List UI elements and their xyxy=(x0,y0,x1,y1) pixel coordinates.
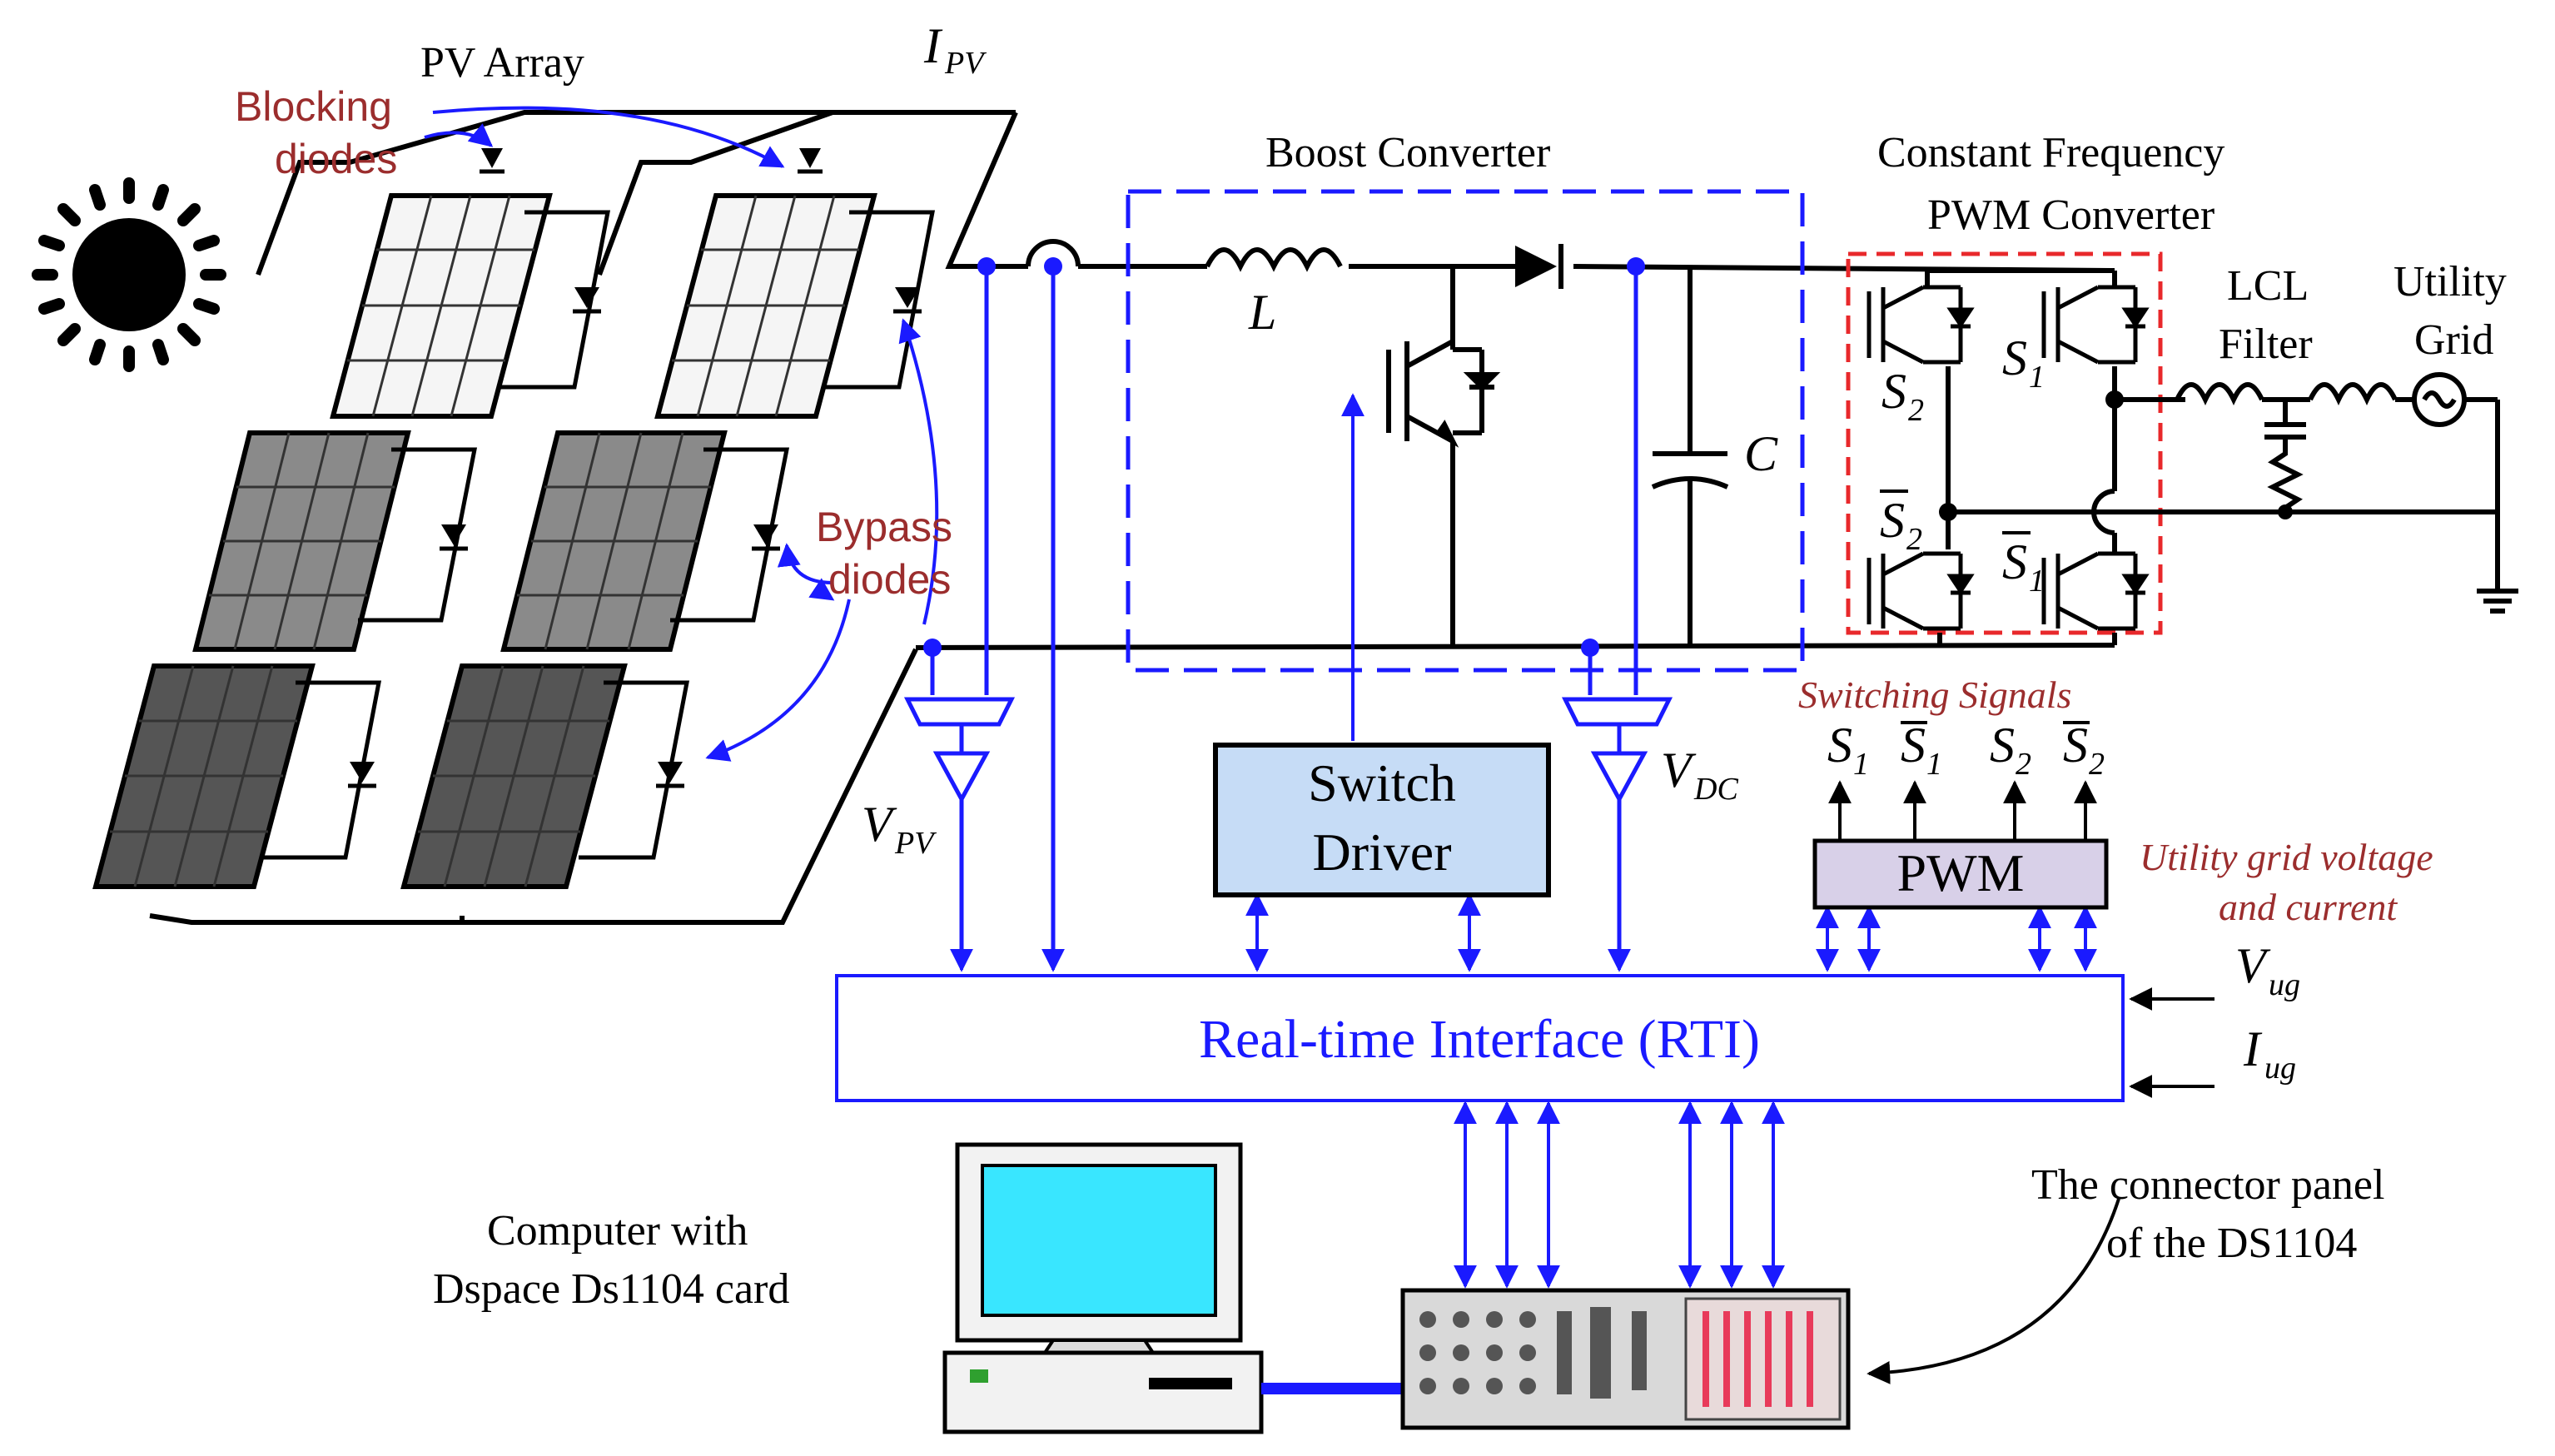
pwm-converter-label: Constant Frequency xyxy=(1877,129,2224,176)
sig-s1-bar-label: S xyxy=(1901,718,1926,773)
i-ug-subscript: ug xyxy=(2264,1051,2296,1086)
pv-panel xyxy=(192,430,411,652)
bypass-diodes-label: Bypass xyxy=(816,504,952,550)
diode-icon xyxy=(348,148,922,788)
pwm-converter-label-2: PWM Converter xyxy=(1927,191,2214,239)
s1-bar-subscript: 1 xyxy=(2029,564,2045,599)
v-dc-label: V xyxy=(1661,743,1697,798)
sig-s1-subscript: 1 xyxy=(1853,747,1869,782)
rti-label: Real-time Interface (RTI) xyxy=(1199,1009,1760,1070)
capacitor-label: C xyxy=(1744,426,1778,481)
s2-label: S xyxy=(1881,364,1906,419)
pv-panel xyxy=(330,193,553,419)
switching-signal-arrows xyxy=(1828,780,2214,1384)
lcl-label-2: Filter xyxy=(2219,321,2313,368)
pv-panels xyxy=(92,193,877,889)
boost-igbt-icon xyxy=(1386,339,1501,448)
pv-panel xyxy=(500,430,728,652)
s1-subscript: 1 xyxy=(2029,360,2045,395)
sig-s2-label: S xyxy=(1990,718,2015,773)
pv-panel xyxy=(92,663,316,889)
computer-icon xyxy=(942,1142,1403,1434)
capacitor-icon xyxy=(1651,451,1729,489)
utility-grid-label: Utility xyxy=(2393,258,2507,306)
sig-s1-bar-subscript: 1 xyxy=(1926,747,1942,782)
boost-diode-icon xyxy=(1515,244,1563,289)
inductor-label: L xyxy=(1248,285,1276,340)
signal-arrows xyxy=(950,393,2097,1289)
node-dot xyxy=(1939,390,2124,521)
i-pv-label: I xyxy=(923,18,943,73)
s2-bar-label: S xyxy=(1880,493,1905,548)
v-pv-subscript: PV xyxy=(894,826,937,861)
connector-panel-icon xyxy=(1400,1288,1851,1430)
switching-signals-label: Switching Signals xyxy=(1798,673,2071,716)
computer-label-2: Dspace Ds1104 card xyxy=(433,1265,789,1313)
i-pv-subscript: PV xyxy=(944,46,987,81)
node-dot xyxy=(2278,504,2293,519)
pv-array-label: PV Array xyxy=(420,39,584,87)
blocking-diodes-label-2: diodes xyxy=(275,136,397,182)
annotation-arrows xyxy=(424,106,939,762)
s2-bar-subscript: 2 xyxy=(1906,522,1922,557)
i-ug-label: I xyxy=(2243,1021,2263,1076)
v-ug-label: V xyxy=(2235,938,2271,993)
node-dot xyxy=(923,257,1645,657)
switch-driver-label-2: Driver xyxy=(1312,822,1451,882)
v-dc-subscript: DC xyxy=(1693,772,1738,807)
inverter-bridge xyxy=(1925,268,2498,648)
computer-label: Computer with xyxy=(487,1207,748,1255)
pv-panel xyxy=(400,663,628,889)
switch-driver-box xyxy=(1213,743,1551,897)
sig-s2-subscript: 2 xyxy=(2016,747,2031,782)
s1-bar-label: S xyxy=(2002,534,2027,589)
utility-grid-va-label: Utility grid voltage xyxy=(2140,836,2433,878)
lcl-filter xyxy=(2175,372,2518,614)
blocking-diodes-label: Blocking xyxy=(235,83,392,130)
pv-panel xyxy=(654,193,877,419)
s1-label: S xyxy=(2002,330,2027,385)
inverter-igbt-icon xyxy=(1867,285,2150,631)
pwm-converter-box xyxy=(1846,251,2163,635)
v-pv-label: V xyxy=(862,797,897,852)
s2-subscript: 2 xyxy=(1908,393,1924,428)
pv-array xyxy=(149,110,1016,925)
sig-s2-bar-label: S xyxy=(2063,718,2088,773)
utility-grid-va-label-2: and current xyxy=(2219,886,2398,928)
inductor-icon xyxy=(1205,247,1343,272)
v-ug-subscript: ug xyxy=(2269,967,2300,1002)
sig-s1-label: S xyxy=(1827,718,1852,773)
bypass-diodes-label-2: diodes xyxy=(828,556,951,603)
rti-box xyxy=(835,974,2125,1102)
sig-s2-bar-subscript: 2 xyxy=(2089,747,2105,782)
connector-panel-label: The connector panel xyxy=(2031,1161,2384,1209)
switch-driver-label: Switch xyxy=(1308,753,1456,812)
boost-converter-label: Boost Converter xyxy=(1265,129,1550,176)
pwm-label: PWM xyxy=(1897,843,2025,902)
connector-panel-label-2: of the DS1104 xyxy=(2106,1220,2357,1267)
utility-grid-label-2: Grid xyxy=(2414,316,2493,364)
sun-icon xyxy=(32,177,226,372)
pwm-box xyxy=(1812,838,2109,910)
lcl-label: LCL xyxy=(2227,262,2309,310)
